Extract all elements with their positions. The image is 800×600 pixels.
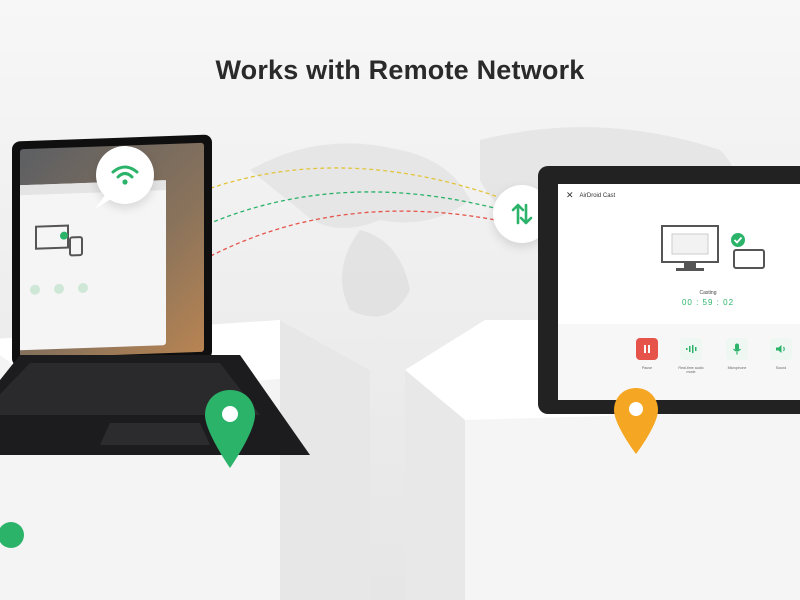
pause-button[interactable] xyxy=(636,338,658,360)
tablet-screen: ✕ AirDroid Cast Casting 00 : 59 : 02 xyxy=(558,184,800,400)
tablet: ✕ AirDroid Cast Casting 00 : 59 : 02 xyxy=(538,166,800,414)
audio-icon xyxy=(30,284,40,295)
microphone-button[interactable] xyxy=(726,338,748,360)
laptop xyxy=(0,130,320,470)
location-marker-icon xyxy=(0,522,24,548)
sound-button[interactable] xyxy=(770,338,792,360)
connection-line-yellow xyxy=(121,167,521,231)
casting-controls: Pause Real-time audio mode xyxy=(558,324,800,400)
sound-label: Sound xyxy=(775,366,787,370)
audio-mode-button[interactable] xyxy=(680,338,702,360)
tablet-app-header: ✕ AirDroid Cast xyxy=(566,190,615,201)
microphone-icon xyxy=(733,343,741,355)
location-pin-icon xyxy=(614,388,658,454)
sound-control[interactable]: Sound xyxy=(768,338,794,370)
laptop-keyboard-base xyxy=(0,355,310,455)
app-title: AirDroid Cast xyxy=(579,192,616,199)
audio-mode-control[interactable]: Real-time audio mode xyxy=(678,338,704,375)
transfer-arrows-icon xyxy=(511,203,533,225)
audio-mode-label: Real-time audio mode xyxy=(678,366,704,375)
laptop-screen xyxy=(12,134,212,367)
wifi-icon xyxy=(111,165,139,185)
casting-timer: 00 : 59 : 02 xyxy=(681,298,735,307)
pause-label: Pause xyxy=(641,366,653,370)
wifi-bubble-tail xyxy=(95,195,111,209)
microphone-control[interactable]: Microphone xyxy=(724,338,750,370)
microphone-icon xyxy=(54,283,64,295)
casting-illustration xyxy=(661,225,765,271)
location-pin-icon xyxy=(205,390,255,468)
laptop-action-icons xyxy=(30,282,88,295)
audio-icon xyxy=(686,345,697,353)
connection-line-green xyxy=(127,191,521,269)
pause-control[interactable]: Pause xyxy=(634,338,660,370)
close-icon[interactable]: ✕ xyxy=(566,190,574,200)
sound-icon xyxy=(776,345,785,353)
pause-icon xyxy=(644,345,650,353)
laptop-app-window xyxy=(20,180,166,351)
microphone-label: Microphone xyxy=(727,366,747,370)
laptop-desktop xyxy=(20,142,204,359)
wifi-bubble xyxy=(96,146,154,204)
sound-icon xyxy=(78,282,88,294)
page-title: Works with Remote Network xyxy=(215,55,585,85)
casting-status-label: Casting xyxy=(699,290,717,296)
monitor-icon xyxy=(35,224,83,257)
